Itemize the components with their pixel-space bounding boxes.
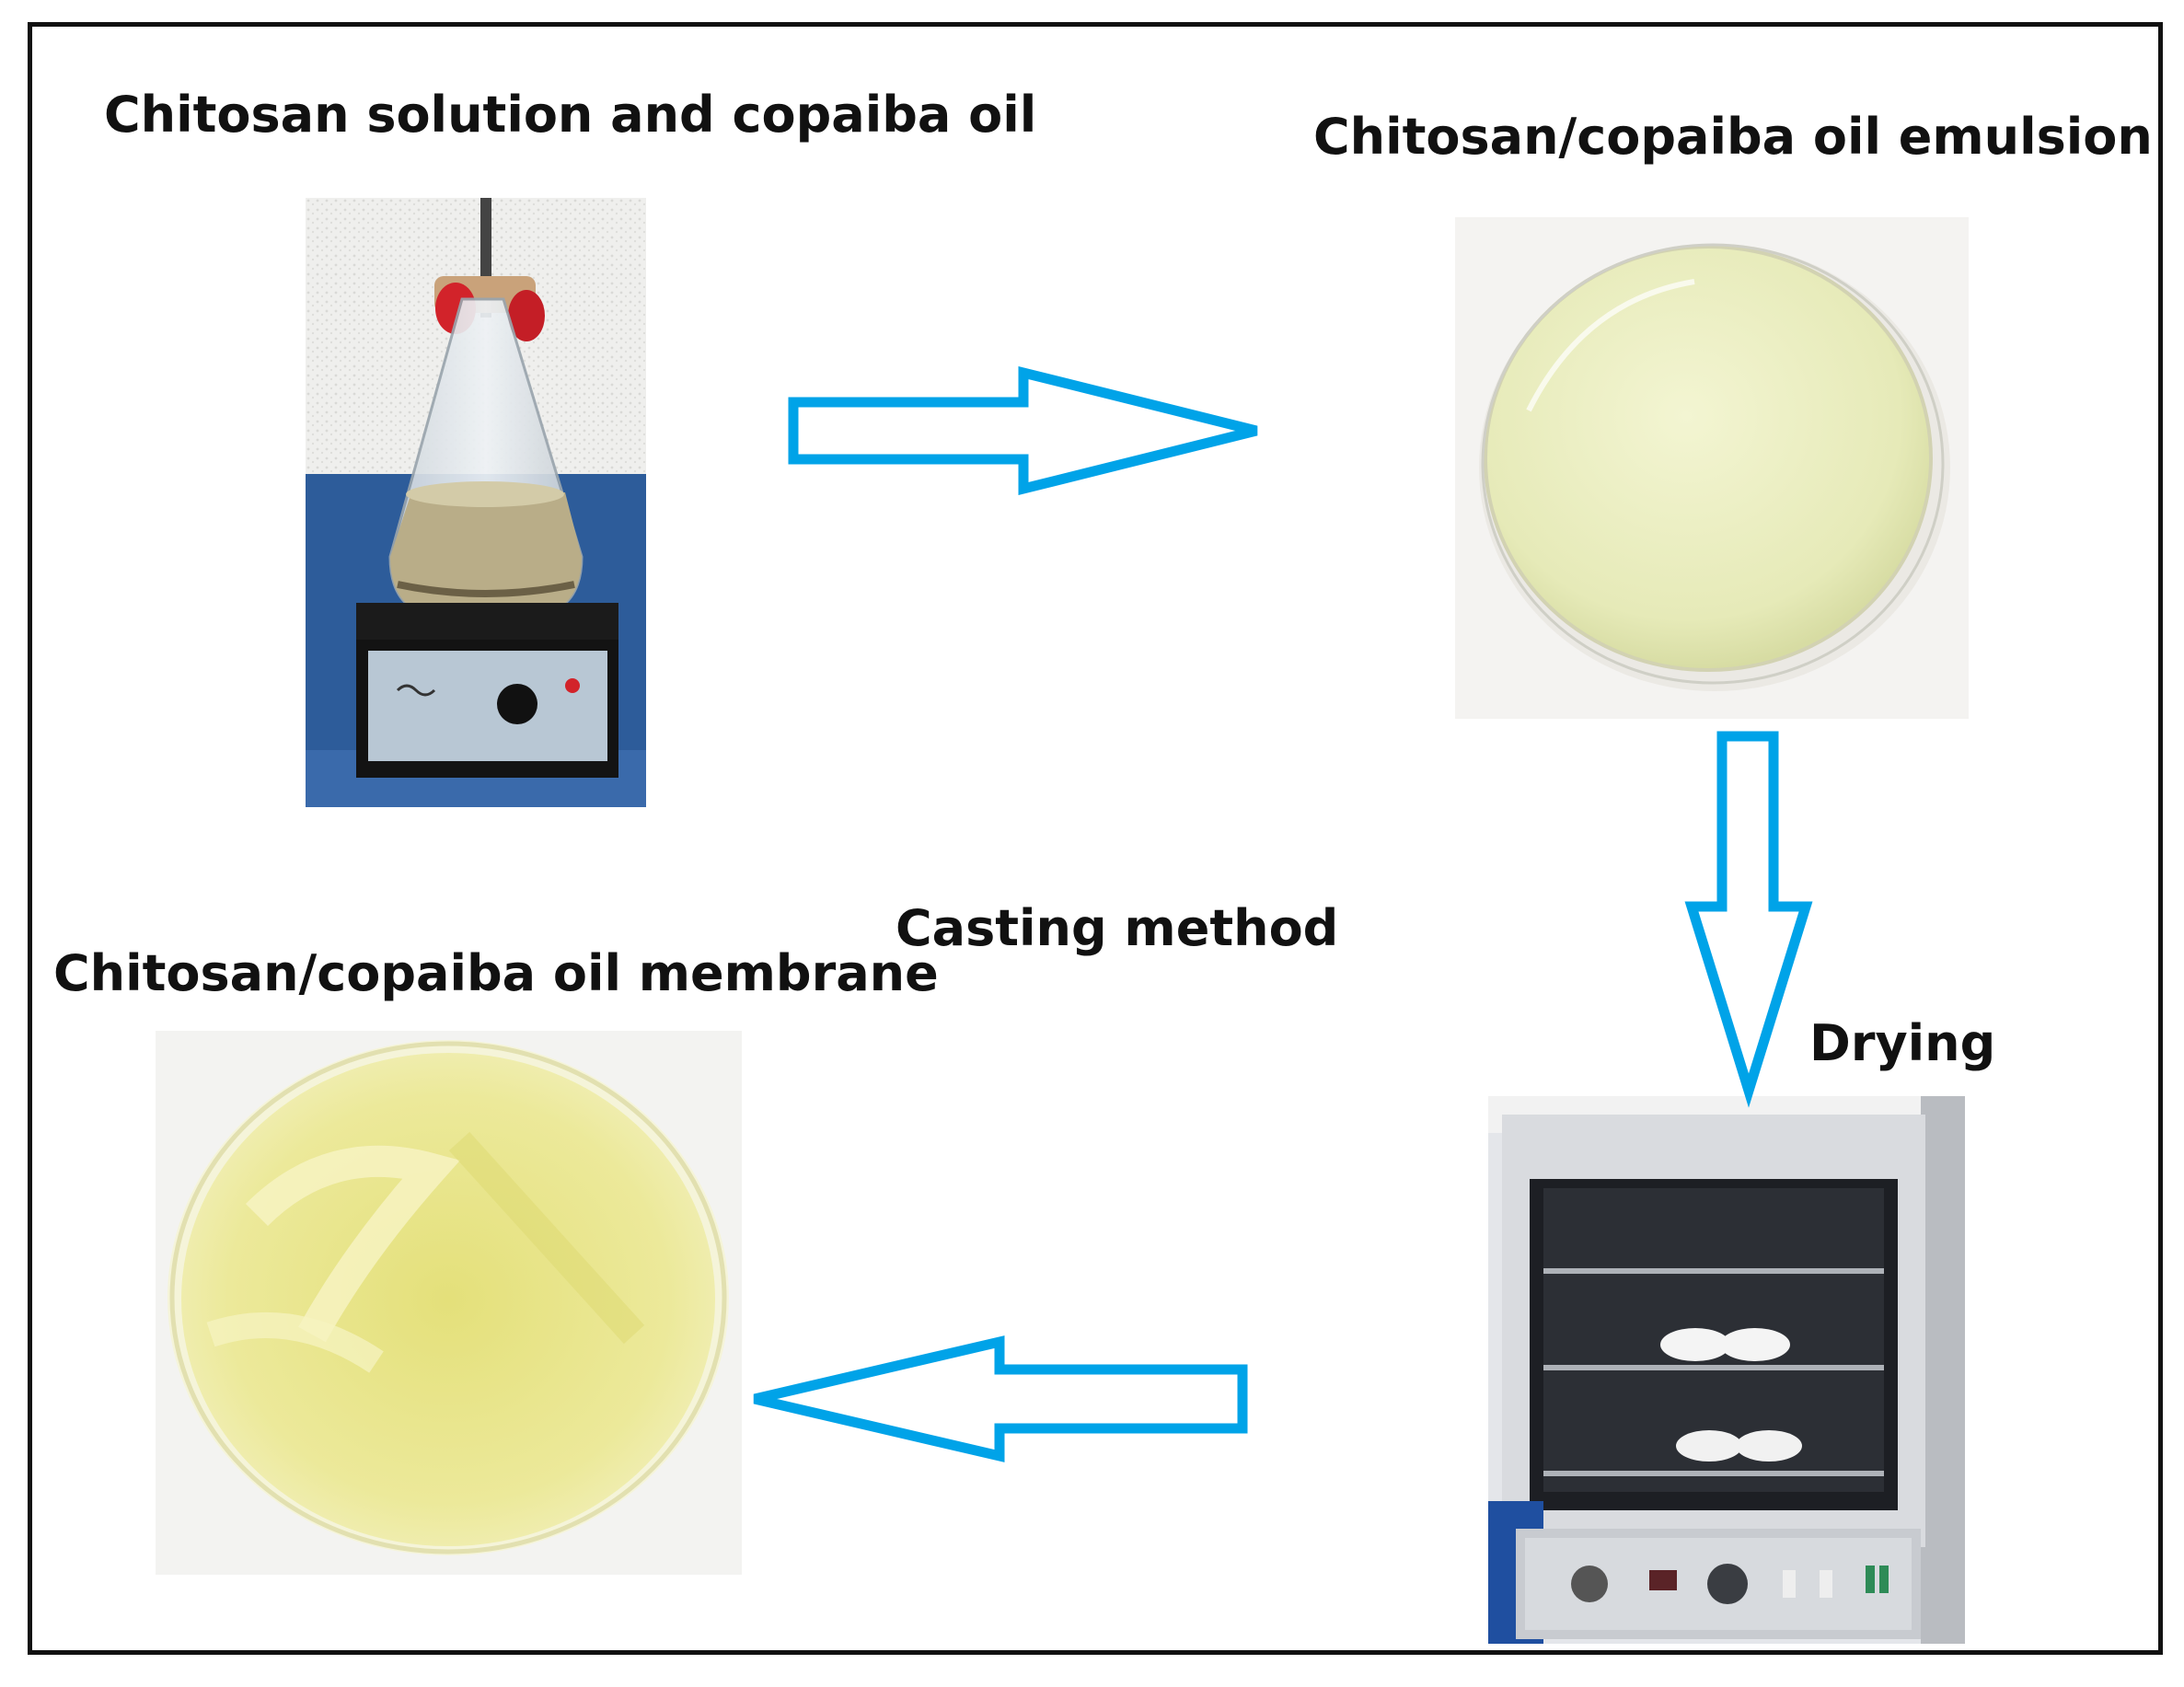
stirrer-flask-photo	[306, 198, 646, 807]
membrane-photo	[156, 1031, 742, 1575]
label-emulsion: Chitosan/copaiba oil emulsion	[1313, 108, 2153, 166]
figure-frame	[28, 22, 2163, 1655]
label-membrane: Chitosan/copaiba oil membrane	[53, 944, 939, 1002]
label-drying: Drying	[1809, 1014, 1996, 1072]
label-casting-method: Casting method	[896, 899, 1339, 957]
label-chitosan-solution: Chitosan solution and copaiba oil	[104, 86, 1037, 144]
emulsion-dish-photo	[1455, 217, 1969, 719]
drying-oven-photo	[1488, 1096, 1965, 1644]
